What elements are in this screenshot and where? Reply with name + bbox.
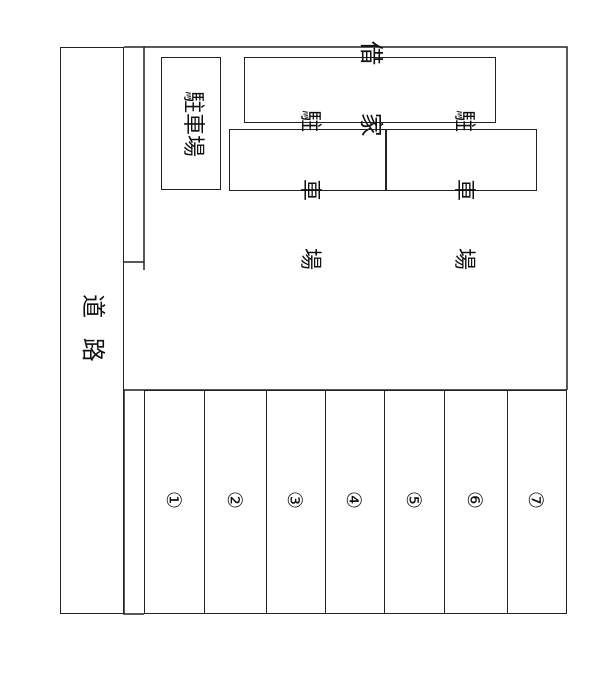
house — [244, 57, 496, 123]
stall-number-6: ⑥ — [462, 491, 487, 509]
stall-number-3: ③ — [282, 491, 307, 509]
road — [60, 47, 124, 614]
parking-b — [386, 129, 537, 191]
stall-number-5: ⑤ — [401, 491, 426, 509]
stall-number-1: ① — [161, 491, 186, 509]
stall-number-7: ⑦ — [523, 491, 548, 509]
parking-b-label: 駐 車 場 — [451, 110, 476, 290]
stall-number-4: ④ — [341, 491, 366, 509]
house-label: 借 家 — [357, 41, 385, 157]
stall-7 — [507, 390, 567, 614]
stall-number-2: ② — [222, 491, 247, 509]
parking-left-label: 駐車場 — [180, 90, 205, 157]
parking-a-label: 駐 車 場 — [297, 110, 322, 290]
parking-left — [161, 57, 221, 190]
parking-a — [229, 129, 386, 191]
